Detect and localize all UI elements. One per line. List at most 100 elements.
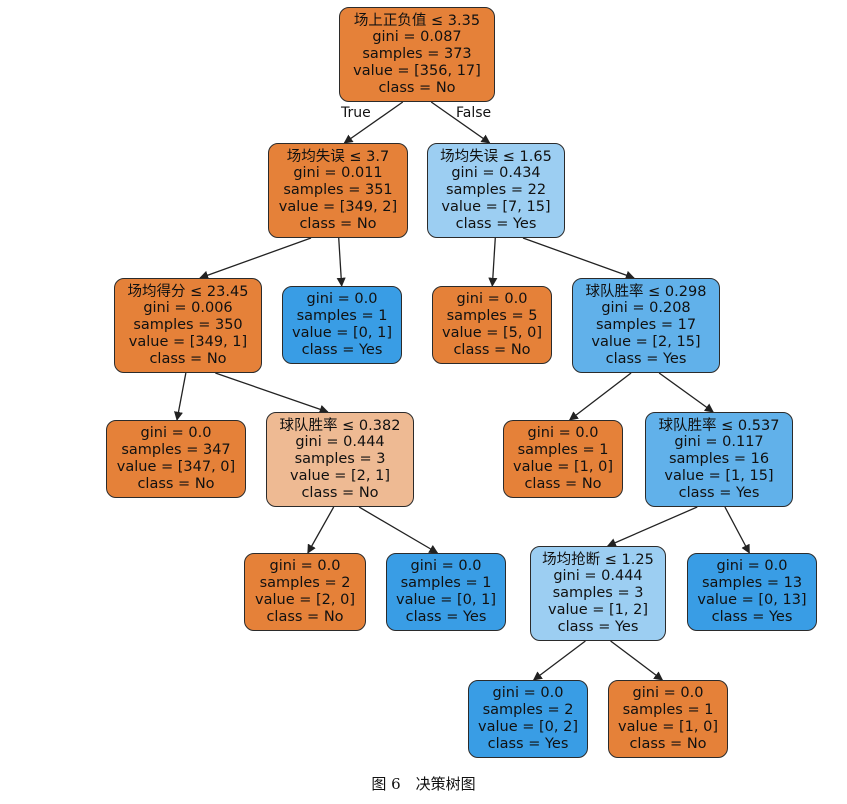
figure-caption: 图 6 决策树图	[371, 775, 476, 793]
node-text-line: 球队胜率 ≤ 0.298	[585, 283, 707, 300]
node-text-line: gini = 0.0	[527, 425, 599, 442]
node-text-line: value = [1, 2]	[548, 601, 648, 618]
node-text-line: class = No	[524, 475, 602, 492]
node-text-line: samples = 16	[668, 451, 770, 468]
tree-edge	[568, 372, 632, 421]
node-text-line: value = [2, 1]	[290, 467, 390, 484]
node-text-line: samples = 2	[259, 575, 351, 592]
node-text-line: class = No	[149, 350, 227, 367]
tree-edge	[307, 506, 335, 554]
node-text-line: samples = 1	[296, 308, 388, 325]
node-text-line: class = No	[378, 79, 456, 96]
node-text-line: 场均失误 ≤ 3.7	[286, 148, 390, 165]
node-text-line: samples = 22	[445, 182, 547, 199]
node-text-line: value = [0, 2]	[478, 719, 578, 735]
tree-edge	[199, 237, 312, 280]
tree-edge	[215, 372, 329, 414]
tree-edge	[606, 506, 698, 547]
node-text-line: 球队胜率 ≤ 0.537	[658, 417, 780, 434]
node-text-line: class = Yes	[301, 341, 383, 358]
tree-edge	[522, 237, 635, 280]
node-text-line: value = [356, 17]	[353, 62, 481, 79]
node-text-line: gini = 0.0	[140, 425, 212, 442]
node-text-line: gini = 0.0	[410, 558, 482, 575]
tree-edge	[532, 640, 586, 681]
node-text-line: samples = 373	[362, 46, 472, 63]
node-text-line: value = [0, 13]	[697, 592, 807, 608]
node-text-line: value = [0, 1]	[396, 592, 496, 608]
edge-layer	[174, 101, 750, 681]
node-text-line: class = Yes	[605, 350, 687, 367]
tree-edge	[358, 506, 439, 554]
node-text-line: gini = 0.0	[269, 558, 341, 575]
edge-label-false: False	[456, 105, 492, 121]
tree-edge	[610, 640, 664, 681]
node-text-line: 球队胜率 ≤ 0.382	[279, 417, 401, 434]
node-text-line: class = Yes	[455, 215, 537, 232]
node-text-line: samples = 1	[517, 442, 609, 459]
node-text-line: gini = 0.0	[492, 685, 564, 702]
node-text-line: value = [0, 1]	[292, 325, 392, 341]
node-text-line: value = [7, 15]	[441, 198, 551, 215]
node-text-line: gini = 0.0	[632, 685, 704, 702]
node-text-line: value = [1, 0]	[618, 719, 718, 735]
tree-edge	[343, 101, 404, 144]
node-text-line: value = [2, 15]	[591, 333, 701, 350]
node-text-line: samples = 13	[701, 575, 803, 592]
node-text-line: value = [1, 15]	[664, 467, 774, 484]
node-text-line: value = [347, 0]	[116, 459, 236, 475]
node-text-line: samples = 1	[622, 702, 714, 719]
tree-edge	[488, 237, 498, 287]
node-text-line: gini = 0.0	[716, 558, 788, 575]
node-text-line: gini = 0.0	[456, 291, 528, 308]
tree-edge	[658, 372, 714, 413]
node-text-line: samples = 351	[283, 182, 393, 199]
tree-edge	[174, 372, 187, 421]
node-text-line: class = No	[266, 608, 344, 625]
node-text-line: samples = 17	[595, 317, 697, 334]
node-text-line: class = No	[629, 735, 707, 752]
node-text-line: class = Yes	[487, 735, 569, 752]
node-text-line: class = No	[301, 484, 379, 501]
node-text-line: class = Yes	[711, 608, 793, 625]
node-text-line: 场均得分 ≤ 23.45	[127, 283, 249, 300]
tree-edge	[336, 237, 346, 287]
tree-edge	[430, 101, 491, 144]
node-text-line: samples = 2	[482, 702, 574, 719]
node-text-line: class = No	[137, 475, 215, 492]
node-text-line: gini = 0.011	[293, 165, 383, 182]
node-text-line: gini = 0.208	[601, 300, 691, 317]
node-text-line: value = [1, 0]	[513, 459, 613, 475]
node-text-line: gini = 0.117	[674, 434, 764, 451]
edge-label-true: True	[341, 105, 371, 121]
node-text-line: 场均失误 ≤ 1.65	[440, 148, 552, 165]
node-text-line: samples = 3	[552, 585, 644, 602]
node-text-line: class = Yes	[557, 618, 639, 635]
node-text-line: gini = 0.006	[143, 300, 233, 317]
node-text-line: value = [2, 0]	[255, 592, 355, 608]
node-text-line: value = [349, 1]	[128, 333, 248, 350]
node-text-line: gini = 0.444	[295, 434, 385, 451]
node-text-line: class = No	[453, 341, 531, 358]
node-text-line: samples = 3	[294, 451, 386, 468]
node-text-line: class = Yes	[405, 608, 487, 625]
node-text-line: samples = 5	[446, 308, 538, 325]
node-text-line: gini = 0.0	[306, 291, 378, 308]
node-text-line: gini = 0.444	[553, 568, 643, 585]
node-text-line: 场均抢断 ≤ 1.25	[542, 551, 654, 568]
node-text-line: samples = 347	[121, 442, 231, 459]
